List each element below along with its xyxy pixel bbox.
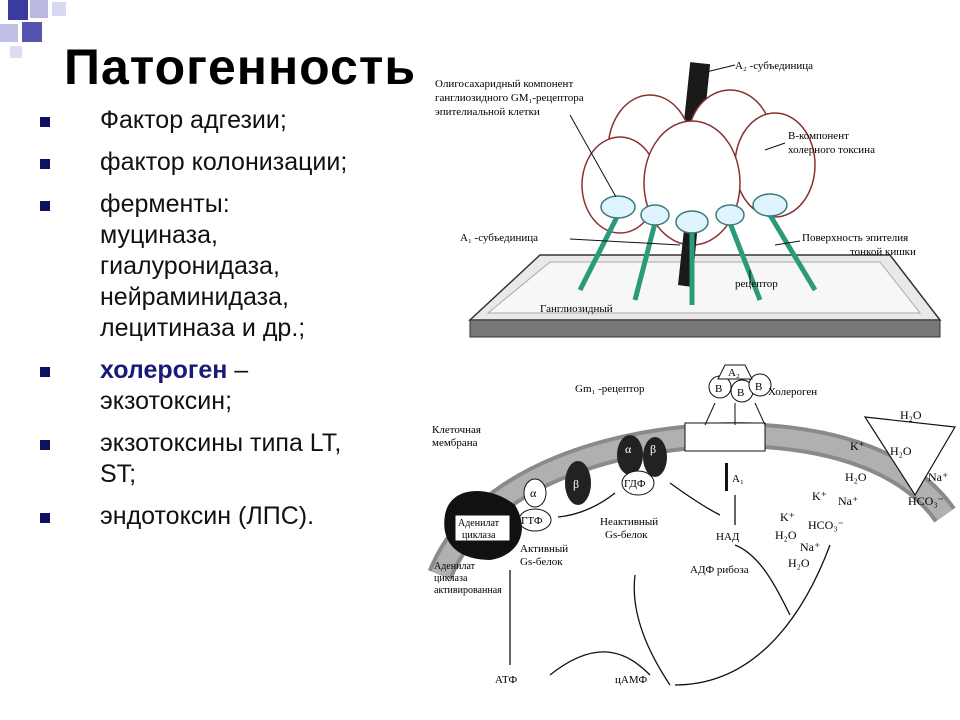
toxin-binding-diagram: Олигосахаридный компонент ганглиозидного…	[435, 60, 942, 338]
label-cholerogen: Холероген	[768, 386, 817, 398]
ion-hco3-2: HCO₃⁻	[808, 518, 844, 532]
label-adenylate-active-2: циклаза	[434, 573, 468, 584]
label-surface-line2: тонкой кишки	[850, 246, 916, 258]
label-camp: цАМФ	[615, 674, 647, 686]
label-a1: A₁ -субъединица	[460, 232, 538, 244]
bullet-enzymes: ферменты: муциназа, гиалуронидаза, нейра…	[30, 189, 420, 344]
bullet-endotoxin: эндотоксин (ЛПС).	[30, 501, 420, 532]
label-oligo-line3: эпителиальной клетки	[435, 106, 540, 118]
ion-k-2: K⁺	[812, 489, 827, 503]
label-membrane-2: мембрана	[432, 437, 478, 449]
label-active-2: Gs-белок	[520, 556, 563, 568]
label-atp: АТФ	[495, 674, 517, 686]
slide-title: Патогенность	[64, 39, 417, 95]
label-bcomp-line1: В-компонент	[788, 130, 849, 142]
corner-decoration	[0, 0, 80, 60]
bullet-adhesion: Фактор адгезии;	[30, 105, 420, 136]
label-inactive-2: Gs-белок	[605, 529, 648, 541]
toxin-mechanism-diagram: B B B A₂ α β β ГДФ α ГТФ Аденилат циклаз…	[427, 364, 956, 686]
label-adp-ribose: АДФ рибоза	[690, 564, 749, 576]
label-ganglio: Ганглиозидный	[540, 303, 613, 315]
ion-k-3: K⁺	[780, 510, 795, 524]
label-b-3: B	[755, 381, 762, 393]
label-membrane-1: Клеточная	[432, 424, 481, 436]
receptor-heads	[600, 193, 788, 234]
label-active-1: Активный	[520, 543, 568, 555]
label-adenylate-active-1: Аденилат	[434, 561, 476, 572]
cholerogen-complex: B B B A₂	[684, 364, 772, 452]
ion-h2o-2: H₂O	[890, 444, 912, 458]
label-adenylate-2: циклаза	[462, 530, 496, 541]
label-oligo-line2: ганглиозидного GM₁-рецептора	[435, 92, 584, 104]
ion-h2o-4: H₂O	[775, 528, 797, 542]
alpha-subunit	[617, 435, 643, 475]
label-nad: НАД	[716, 531, 740, 543]
label-oligo-line1: Олигосахаридный компонент	[435, 78, 573, 90]
label-a2-bottom: A₂	[728, 367, 740, 379]
label-b-1: B	[715, 383, 722, 395]
beta-subunit	[643, 437, 667, 477]
bullet-colonization: фактор колонизации;	[30, 147, 420, 178]
bullet-marker	[40, 117, 50, 127]
bullet-marker	[40, 201, 50, 211]
ion-h2o-3: H₂O	[845, 470, 867, 484]
ion-h2o-5: H₂O	[788, 556, 810, 570]
ion-labels: H₂O K⁺ H₂O H₂O Na⁺ K⁺ Na⁺ HCO₃⁻ K⁺ HCO₃⁻…	[775, 408, 948, 570]
label-gdp: ГДФ	[624, 478, 646, 490]
label-surface-line1: Поверхность эпителия	[802, 232, 908, 244]
ion-na-3: Na⁺	[800, 540, 820, 554]
label-gm1: Gm₁ -рецептор	[575, 383, 645, 395]
label-adenylate-active-3: активированная	[434, 585, 502, 596]
bullet-marker	[40, 159, 50, 169]
label-beta-2: β	[573, 477, 579, 491]
label-a2: A₂ -субъединица	[735, 60, 813, 72]
label-inactive-1: Неактивный	[600, 516, 658, 528]
label-alpha-2: α	[530, 486, 537, 500]
bullet-marker	[40, 440, 50, 450]
label-alpha-1: α	[625, 442, 632, 456]
ion-na-1: Na⁺	[928, 470, 948, 484]
bullet-cholerogen: холероген – экзотоксин;	[30, 355, 420, 417]
bullet-list: Фактор адгезии; фактор колонизации; ферм…	[30, 105, 420, 543]
bullet-marker	[40, 513, 50, 523]
label-bcomp-line2: холерного токсина	[788, 144, 875, 156]
ion-h2o-1: H₂O	[900, 408, 922, 422]
label-a1-bottom: A₁	[732, 473, 744, 485]
label-beta-1: β	[650, 442, 656, 456]
label-gtp: ГТФ	[521, 515, 543, 527]
bullet-marker	[40, 367, 50, 377]
bullet-exotoxins: экзотоксины типа LT, ST;	[30, 428, 420, 490]
label-receptor: рецептор	[735, 278, 778, 290]
ion-channel-triangle	[863, 416, 956, 497]
label-adenylate-1: Аденилат	[458, 518, 500, 529]
alpha-subunit-2	[523, 478, 547, 508]
gm1-receptors	[577, 213, 818, 305]
label-b-2: B	[737, 387, 744, 399]
beta-subunit-2	[565, 461, 591, 505]
ion-k-1: K⁺	[850, 439, 865, 453]
ion-na-2: Na⁺	[838, 494, 858, 508]
gdp-molecule	[621, 470, 655, 496]
ion-hco3-1: HCO₃⁻	[908, 494, 944, 508]
